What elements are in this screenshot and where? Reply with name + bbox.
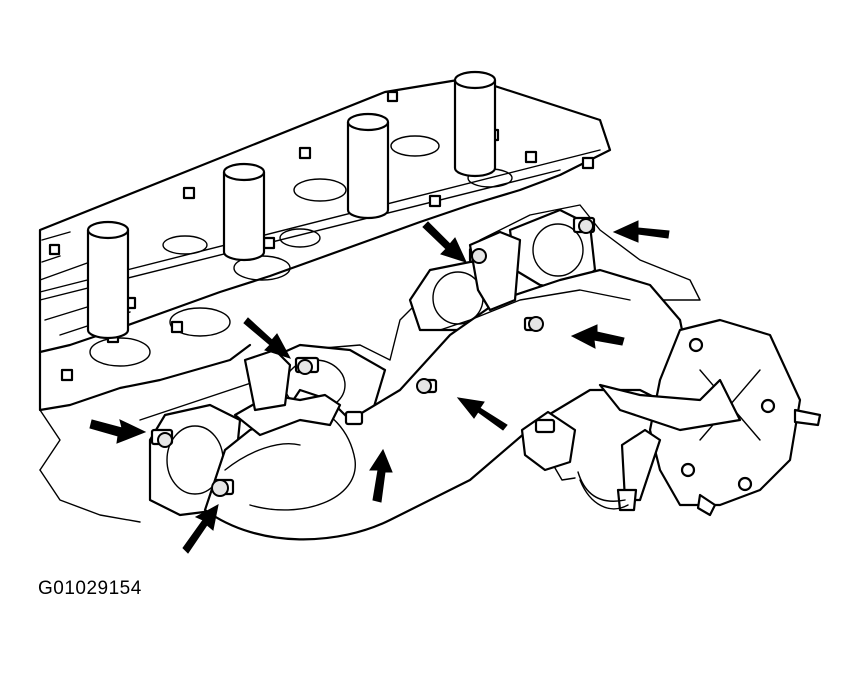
oxygen-sensor xyxy=(520,410,662,512)
arrow-icon xyxy=(456,397,508,431)
outlet-flange xyxy=(598,318,822,517)
figure-code: G01029154 xyxy=(38,578,142,599)
arrow-icon xyxy=(243,317,292,359)
cylinder-head xyxy=(38,70,612,523)
arrow-icon xyxy=(89,419,147,444)
arrow-icon xyxy=(570,324,625,349)
callout-arrows xyxy=(89,218,670,554)
arrow-icon xyxy=(369,448,393,503)
arrow-icon xyxy=(182,504,219,554)
arrow-icon xyxy=(422,221,467,263)
arrow-icon xyxy=(612,220,670,243)
